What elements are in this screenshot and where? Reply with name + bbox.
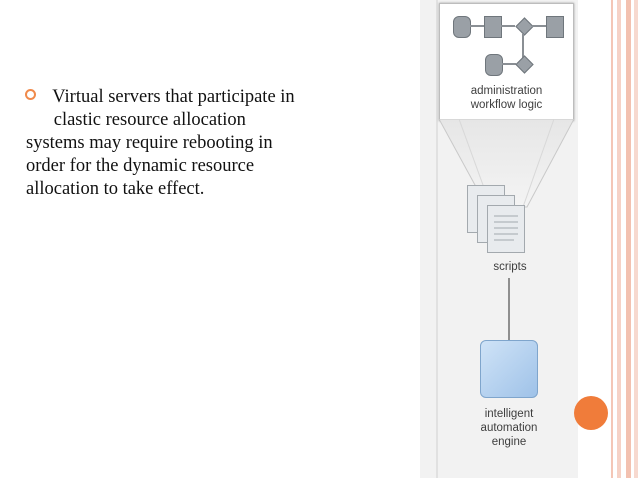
- admin-label-line-2: workflow logic: [470, 99, 543, 111]
- decor-stripe: [611, 0, 613, 478]
- workflow-step-shape: [485, 54, 503, 76]
- engine-label-line-1: intelligent: [484, 408, 534, 420]
- document-icon: [487, 205, 525, 253]
- bullet-block: Virtual servers that participate in clas…: [25, 86, 405, 201]
- diagram-edge: [436, 0, 438, 478]
- connector-line: [502, 63, 516, 65]
- connector-line: [508, 278, 510, 340]
- decor-stripe: [626, 0, 631, 478]
- workflow-step-shape: [546, 16, 564, 38]
- circle-bullet-icon: [25, 89, 36, 100]
- workflow-step-shape: [484, 16, 502, 38]
- admin-label: administration workflow logic: [440, 84, 573, 112]
- bullet-item: Virtual servers that participate in clas…: [25, 86, 405, 201]
- decor-stripe: [617, 0, 621, 478]
- bullet-line: clastic resource allocation: [26, 110, 246, 130]
- scripts-label: scripts: [493, 261, 527, 273]
- bullet-text-lines: Virtual servers that participate in clas…: [26, 86, 295, 201]
- bullet-line: allocation to take effect.: [26, 179, 205, 199]
- connector-line: [532, 25, 546, 27]
- workflow-panel: administration workflow logic: [439, 3, 574, 121]
- connector-line: [522, 34, 524, 60]
- bullet-line: order for the dynamic resource: [26, 156, 255, 176]
- accent-dot: [574, 396, 608, 430]
- engine-label: intelligent automation engine: [466, 407, 552, 449]
- engine-label-line-3: engine: [491, 436, 527, 448]
- connector-line: [501, 25, 515, 27]
- connector-line: [470, 25, 484, 27]
- workflow-decision-shape: [515, 55, 534, 74]
- bullet-line: Virtual servers that participate in: [48, 87, 295, 107]
- bullet-line: systems may require rebooting in: [26, 133, 273, 153]
- automation-engine-box: [480, 340, 538, 398]
- workflow-decision-shape: [515, 17, 534, 36]
- decor-stripe: [634, 0, 638, 478]
- admin-label-line-1: administration: [470, 85, 543, 97]
- document-lines: [494, 215, 518, 241]
- workflow-start-shape: [453, 16, 471, 38]
- engine-label-line-2: automation: [480, 422, 538, 434]
